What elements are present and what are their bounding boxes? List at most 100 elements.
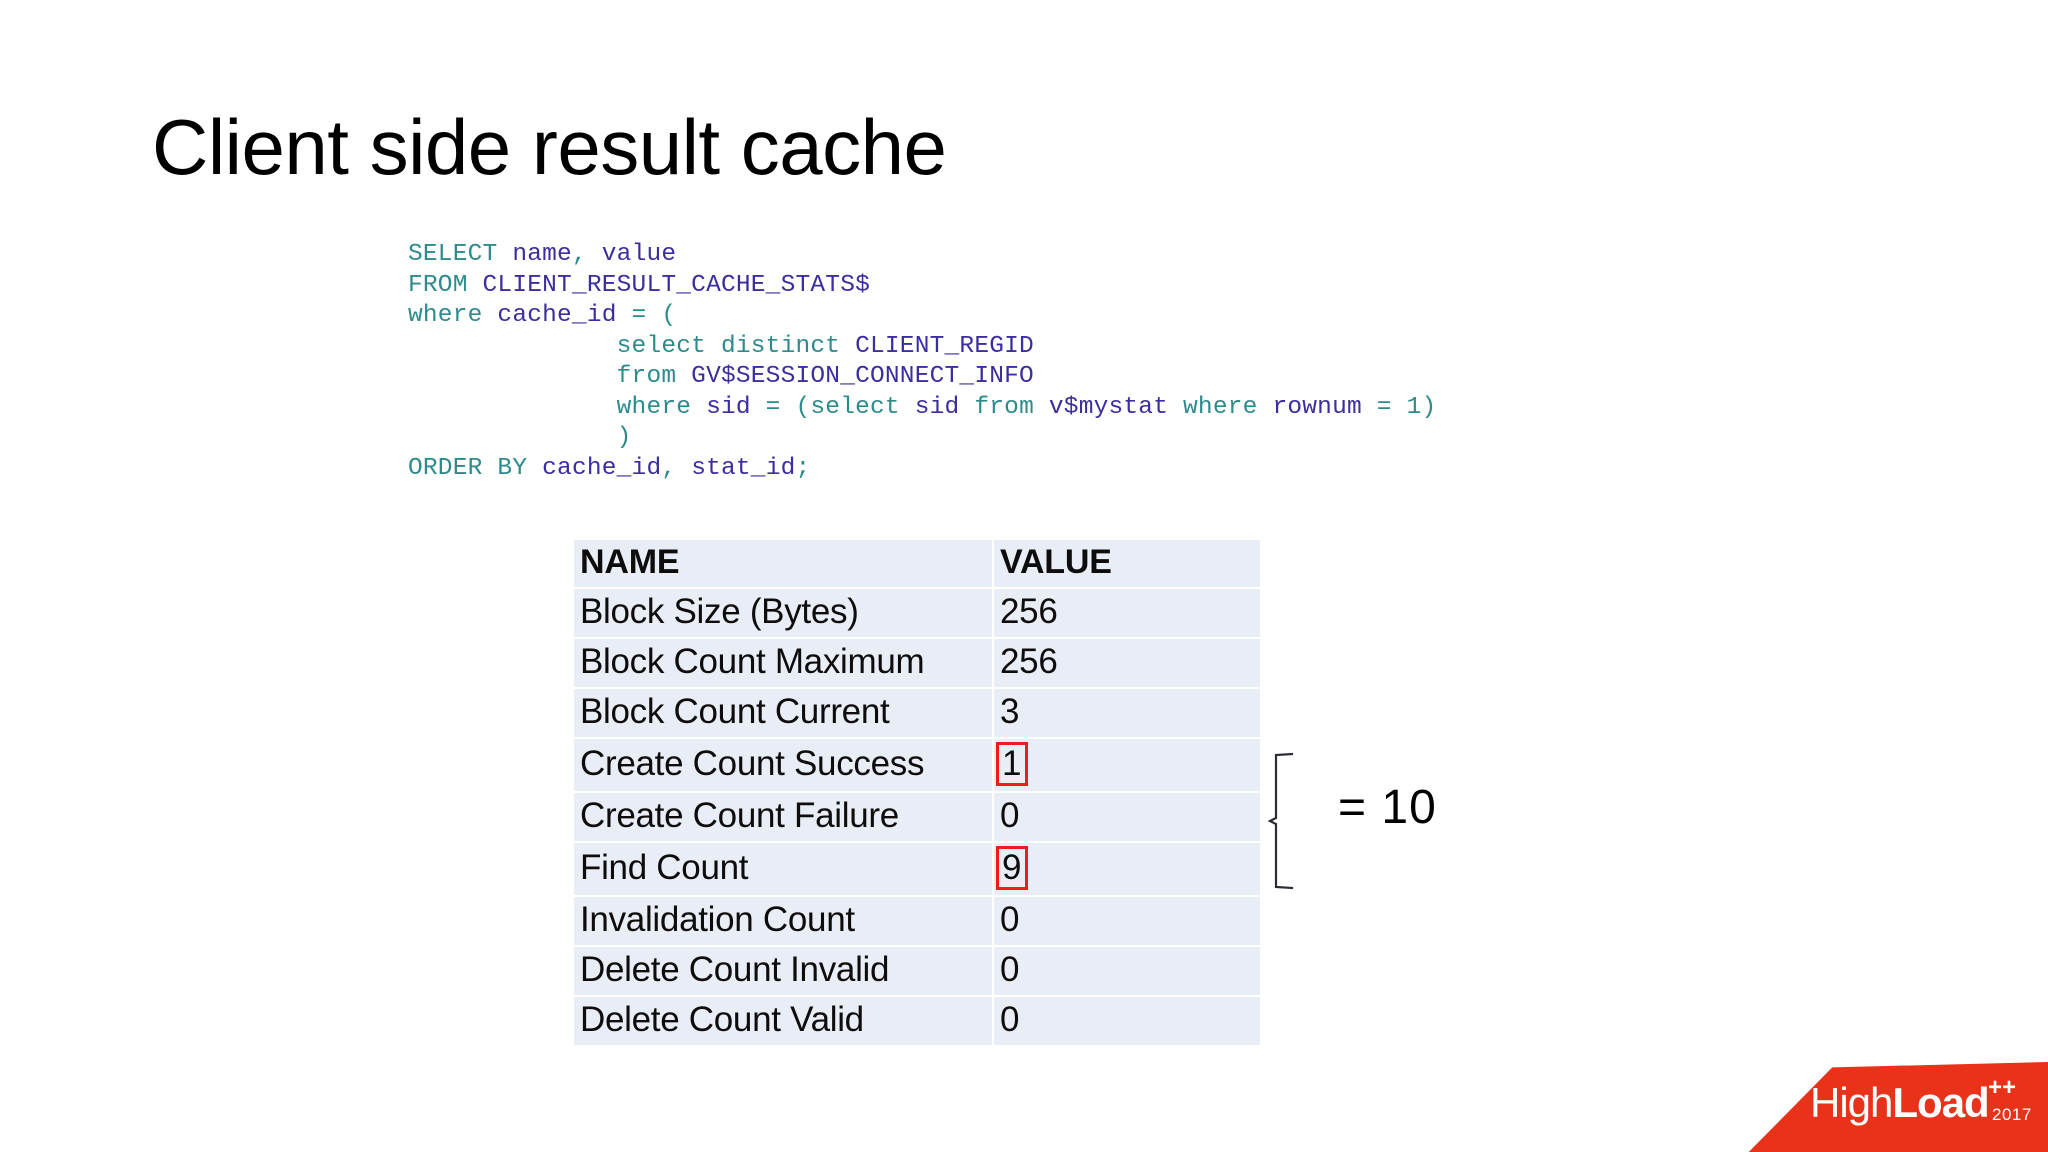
- cell-stat-name: Create Count Success: [574, 739, 992, 791]
- table-header-row: NAME VALUE: [574, 540, 1260, 587]
- sql-token: select: [810, 393, 900, 421]
- sql-token: ): [616, 424, 632, 451]
- cell-stat-name: Delete Count Valid: [574, 997, 992, 1045]
- logo-word-high: High: [1810, 1079, 1893, 1126]
- sql-token: = 1): [1361, 393, 1437, 421]
- value-text: 0: [1000, 900, 1020, 939]
- sql-token: name: [512, 241, 572, 268]
- cell-stat-value: 256: [994, 639, 1260, 687]
- page-title: Client side result cache: [152, 103, 947, 191]
- cell-stat-value: 0: [994, 897, 1260, 945]
- sql-token: [1034, 394, 1049, 421]
- sql-line: SELECT name, value: [408, 240, 1436, 271]
- sql-token: from: [616, 363, 677, 390]
- cell-stat-value: 1: [994, 739, 1260, 791]
- value-text: 256: [1000, 642, 1058, 681]
- sql-line: ORDER BY cache_id, stat_id;: [408, 454, 1436, 485]
- value-text: 256: [1000, 592, 1058, 631]
- sql-token: GV$SESSION_CONNECT_INFO: [691, 363, 1034, 390]
- sql-token: sid: [914, 393, 960, 421]
- logo-word-load: Load: [1892, 1079, 1989, 1126]
- sql-token: [676, 363, 691, 390]
- sql-token: cache_id: [542, 454, 662, 482]
- sql-line: select distinct CLIENT_REGID: [408, 332, 1436, 363]
- sql-token: value: [601, 241, 677, 268]
- cell-stat-name: Invalidation Count: [574, 897, 992, 945]
- sql-token: where: [408, 302, 483, 329]
- cell-stat-name: Delete Count Invalid: [574, 947, 992, 995]
- cell-stat-value: 0: [994, 793, 1260, 841]
- sql-token: ,: [661, 454, 692, 482]
- sql-line: from GV$SESSION_CONNECT_INFO: [408, 362, 1436, 393]
- highlighted-value: 1: [996, 742, 1029, 786]
- sql-token: [900, 394, 915, 421]
- logo-year: 2017: [1992, 1105, 2032, 1124]
- sql-token: FROM: [408, 271, 468, 299]
- sql-token: [1168, 394, 1183, 421]
- sql-token: ;: [795, 454, 811, 482]
- cell-stat-value: 0: [994, 997, 1260, 1045]
- sql-token: where: [616, 393, 692, 421]
- cell-stat-value: 9: [994, 843, 1260, 895]
- curly-brace-icon: [1268, 752, 1294, 890]
- sql-token: [468, 272, 483, 299]
- cell-stat-name: Find Count: [574, 843, 992, 895]
- value-text: 0: [1000, 1000, 1020, 1039]
- logo-wordmark: HighLoad: [1810, 1079, 1990, 1126]
- sql-token: sid: [706, 393, 751, 421]
- cell-stat-value: 0: [994, 947, 1260, 995]
- sql-token: [497, 241, 512, 268]
- sql-line: ): [408, 423, 1436, 454]
- cell-stat-value: 3: [994, 689, 1260, 737]
- cell-stat-name: Create Count Failure: [574, 793, 992, 841]
- sql-token: SELECT: [408, 241, 498, 268]
- sql-token: [527, 455, 542, 482]
- sql-token: = (: [616, 302, 677, 329]
- sql-token: [1258, 394, 1273, 421]
- sql-token: CLIENT_REGID: [855, 332, 1034, 360]
- column-header-name: NAME: [574, 540, 992, 587]
- sql-line: where cache_id = (: [408, 301, 1436, 332]
- cell-stat-value: 256: [994, 589, 1260, 637]
- sql-token: [959, 394, 974, 421]
- sql-token: rownum: [1272, 393, 1362, 421]
- value-text: 3: [1000, 692, 1020, 731]
- sql-token: v$mystat: [1048, 393, 1169, 421]
- sum-brace-annotation: [1268, 752, 1468, 892]
- value-text: 0: [1000, 796, 1020, 835]
- sql-token: [840, 333, 855, 360]
- sql-token: [691, 394, 706, 421]
- sql-token: [483, 302, 498, 329]
- value-text: 0: [1000, 950, 1020, 989]
- cell-stat-name: Block Count Current: [574, 689, 992, 737]
- cell-stat-name: Block Size (Bytes): [574, 589, 992, 637]
- sql-token: select distinct: [616, 332, 841, 360]
- sql-token: = (: [750, 393, 811, 421]
- logo-plusplus: ++: [1988, 1074, 2017, 1101]
- sql-token: cache_id: [497, 302, 617, 329]
- table-row: Block Size (Bytes)256: [574, 589, 1260, 637]
- sql-token: from: [974, 393, 1034, 421]
- cell-stat-name: Block Count Maximum: [574, 639, 992, 687]
- sql-token: ,: [571, 241, 602, 268]
- highload-logo: HighLoad ++ 2017: [1700, 1062, 2048, 1152]
- column-header-value: VALUE: [994, 540, 1260, 587]
- sql-token: stat_id: [691, 454, 796, 482]
- sql-token: ORDER BY: [408, 454, 528, 482]
- sum-label: = 10: [1338, 781, 1437, 834]
- sql-token: CLIENT_RESULT_CACHE_STATS$: [482, 271, 870, 299]
- sql-token: where: [1183, 393, 1258, 421]
- sql-line: where sid = (select sid from v$mystat wh…: [408, 393, 1437, 424]
- highlighted-value: 9: [996, 846, 1029, 890]
- sql-line: FROM CLIENT_RESULT_CACHE_STATS$: [408, 271, 1436, 302]
